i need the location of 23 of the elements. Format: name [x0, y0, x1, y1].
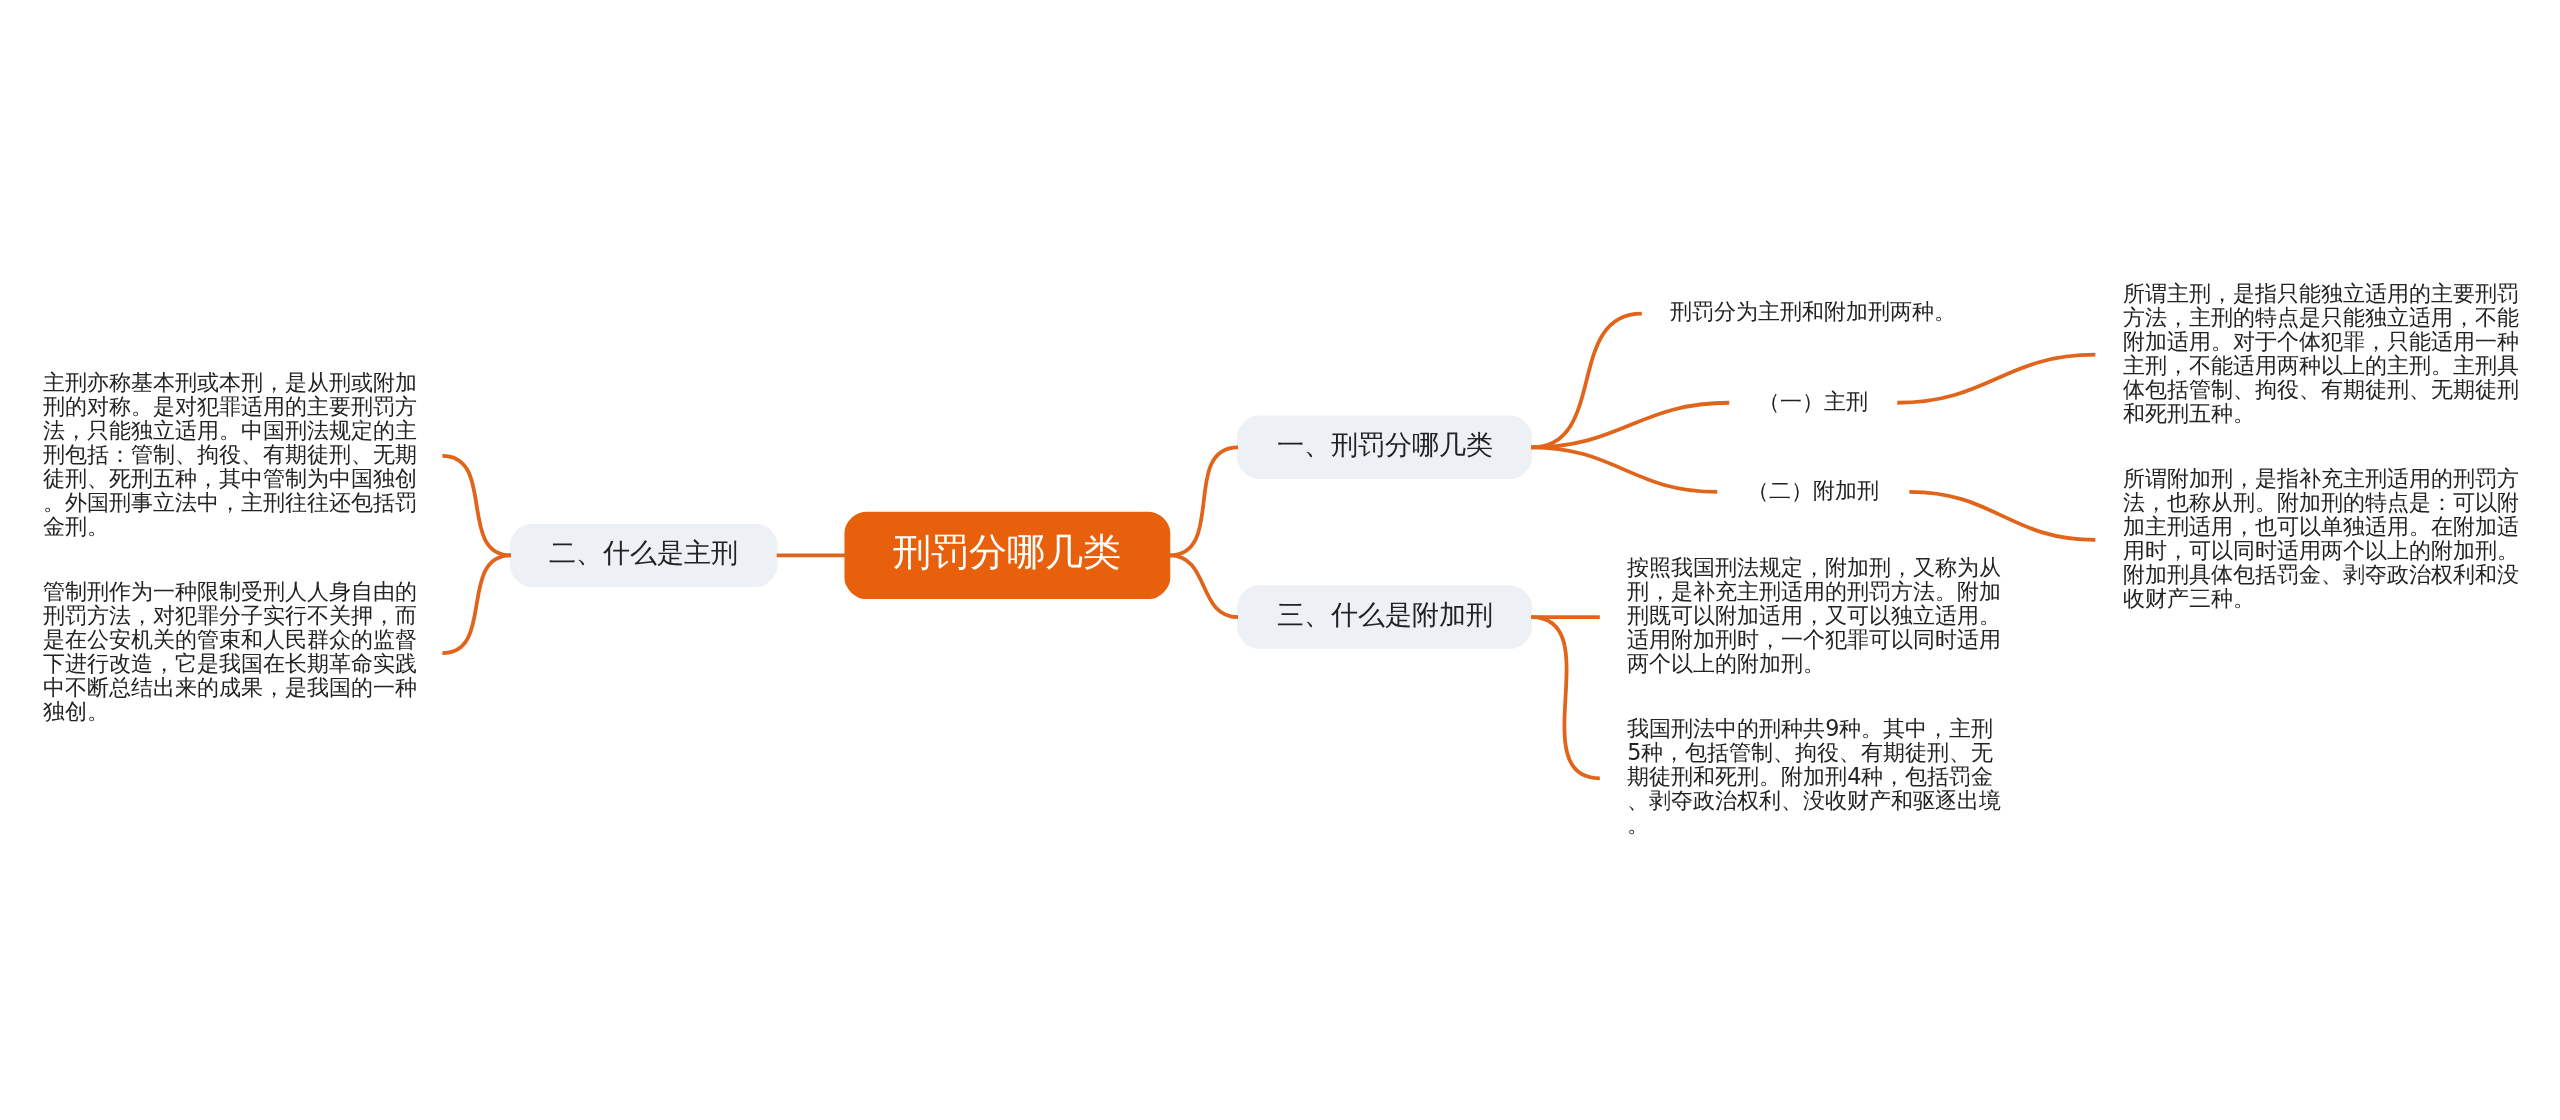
- connector: [442, 453, 512, 557]
- connector: [442, 553, 512, 655]
- connector: [1531, 444, 1718, 494]
- node-text: （二）附加刑: [1747, 476, 1880, 503]
- node-text: 主刑亦称基本刑或本刑，是从刑或附加刑的对称。是对犯罪适用的主要刑罚方法，只能独立适用。中国刑法规定的主刑包括：管制、拘役、有期徒刑、无期徒刑、死刑五种，其中管制为中国独创。外国刑事立法中，主刑往往还包括罚金刑。: [42, 368, 417, 539]
- node-text: 管制刑作为一种限制受刑人人身自由的刑罚方法，对犯罪分子实行不关押，而是在公安机关的管束和人民群众的监督下进行改造，它是我国在长期革命实践中不断总结出来的成果，是我国的一种独创。: [42, 577, 417, 724]
- connector: [1530, 614, 1601, 780]
- node-text: 我国刑法中的刑种共9种。其中，主刑5种，包括管制、拘役、有期徒刑、无期徒刑和死刑。附加刑4种，包括罚金、剥夺政治权利、没收财产和驱逐出境。: [1627, 714, 2002, 837]
- node-text: 所谓主刑，是指只能独立适用的主要刑罚方法，主刑的特点是只能独立适用，不能附加适用。对于个体犯罪，只能适用一种主刑，不能适用两种以上的主刑。主刑具体包括管制、拘役、有期徒刑、无期徒刑和死刑五种。: [2122, 279, 2519, 426]
- node-box: 二、什么是主刑: [510, 523, 778, 587]
- connector: [1169, 444, 1239, 557]
- node-box: 三、什么是附加刑: [1237, 584, 1533, 649]
- node-box: 刑罚分哪几类: [844, 511, 1171, 599]
- connector: [776, 552, 846, 557]
- connector: [1909, 489, 2096, 542]
- connector: [1897, 352, 2096, 405]
- connector: [1531, 400, 1730, 449]
- node-box: 一、刑罚分哪几类: [1237, 415, 1533, 479]
- node-text: 刑罚分为主刑和附加刑两种。: [1670, 297, 1957, 324]
- node-text: 按照我国刑法规定，附加刑，又称为从刑，是补充主刑适用的刑罚方法。附加刑既可以附加适用，又可以独立适用。适用附加刑时，一个犯罪可以同时适用两个以上的附加刑。: [1627, 553, 2002, 676]
- node-text: （一）主刑: [1758, 387, 1869, 414]
- connector: [1169, 553, 1239, 619]
- node-text: 所谓附加刑，是指补充主刑适用的刑罚方法，也称从刑。附加刑的特点是：可以附加主刑适用，也可以单独适用。在附加适用时，可以同时适用两个以上的附加刑。附加刑具体包括罚金、剥夺政治权利和没收财产三种。: [2122, 464, 2519, 611]
